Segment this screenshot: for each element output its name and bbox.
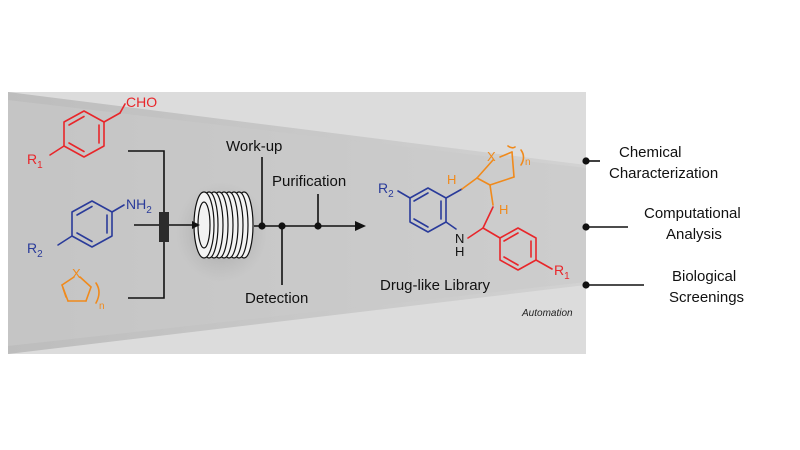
workup-label: Work-up xyxy=(226,138,282,155)
output-computational-line1: Computational xyxy=(644,205,741,222)
aniline-group-label: NH2 xyxy=(126,196,152,216)
product-aryl-ring xyxy=(467,206,553,271)
detection-node xyxy=(278,222,286,230)
purification-node xyxy=(314,222,322,230)
output-computational: Computational Analysis xyxy=(582,205,741,243)
output-biological: Biological Screenings xyxy=(582,268,744,306)
product-r1-label: R1 xyxy=(554,262,570,282)
output-biological-line1: Biological xyxy=(672,268,736,285)
alkene-hetero-label: X xyxy=(72,266,81,281)
product-h1-label: H xyxy=(447,172,456,187)
aldehyde-group-label: CHO xyxy=(126,94,157,110)
product-x-label: X xyxy=(487,149,496,164)
output-chemical: Chemical Characterization xyxy=(582,144,718,182)
library-caption: Drug-like Library xyxy=(380,277,491,294)
coil-reactor xyxy=(193,191,254,259)
product-orange-ring xyxy=(461,145,525,206)
feed-lines xyxy=(128,150,165,299)
funnel-inner xyxy=(8,100,586,346)
reactor-inlet-arrow xyxy=(192,221,200,229)
aldehyde-reagent xyxy=(49,103,126,158)
product-nh-label: N xyxy=(455,231,464,246)
aldehyde-r-label: R1 xyxy=(27,151,43,171)
automation-label: Automation xyxy=(521,308,573,319)
mixer-block xyxy=(159,212,169,242)
product-n-label: n xyxy=(525,157,531,168)
output-chemical-line2: Characterization xyxy=(609,165,718,182)
purification-label: Purification xyxy=(272,173,346,190)
output-computational-line2: Analysis xyxy=(666,226,722,243)
alkene-reagent xyxy=(61,276,100,304)
alkene-n-label: n xyxy=(99,301,105,312)
flow-arrowhead xyxy=(355,221,366,231)
aniline-r-label: R2 xyxy=(27,240,43,260)
product-benzo-ring xyxy=(397,187,463,233)
product-h2-label: H xyxy=(499,202,508,217)
product-nh-h-label: H xyxy=(455,244,464,259)
output-biological-line2: Screenings xyxy=(669,289,744,306)
product-r2-label: R2 xyxy=(378,180,394,200)
aniline-reagent xyxy=(57,200,125,248)
detection-label: Detection xyxy=(245,290,308,307)
output-chemical-line1: Chemical xyxy=(619,144,682,161)
workup-node xyxy=(258,222,266,230)
